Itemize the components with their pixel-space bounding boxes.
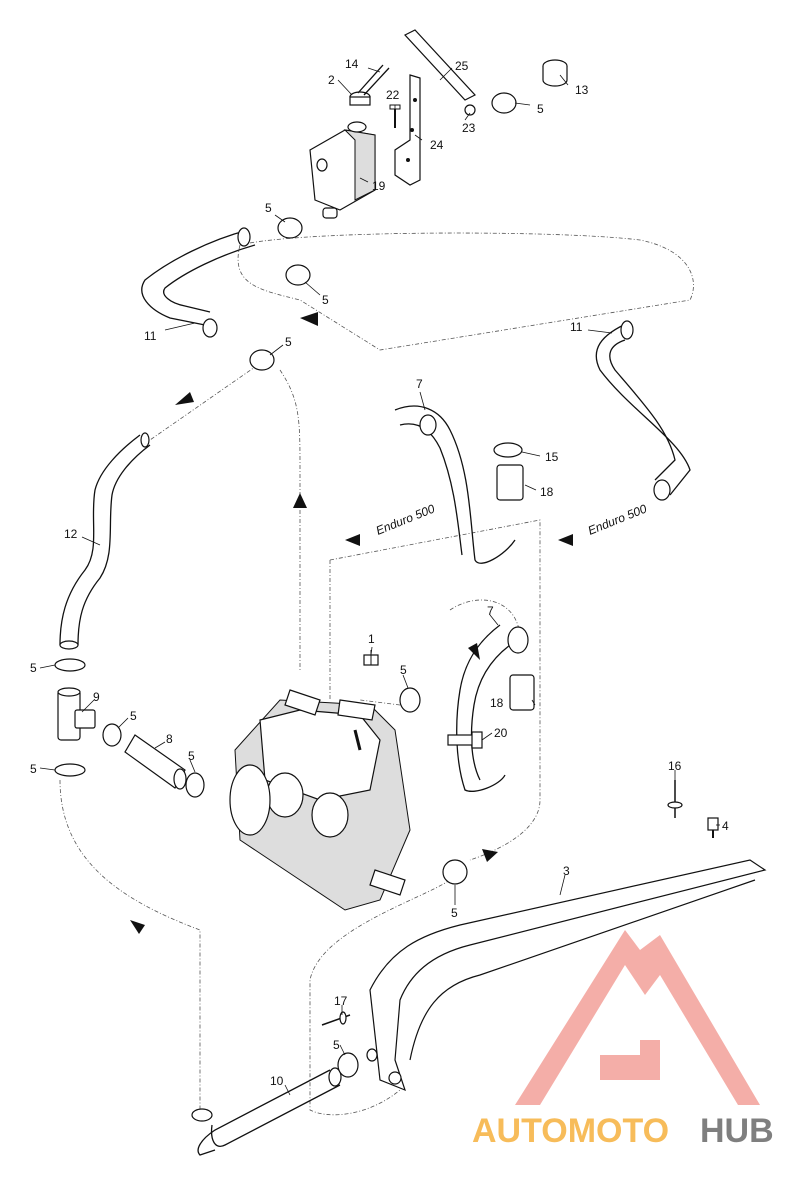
flow-arrow <box>130 920 145 934</box>
callout-5: 5 <box>451 906 458 920</box>
callout-5: 5 <box>188 749 195 763</box>
flow-arrow <box>482 849 498 862</box>
callout-4: 4 <box>722 819 729 833</box>
tee-fitting-9 <box>57 687 96 741</box>
callout-5: 5 <box>537 102 544 116</box>
callout-23: 23 <box>462 121 476 135</box>
hose-7-upper <box>394 405 516 564</box>
hose-11-left <box>141 227 256 338</box>
engine-block <box>229 689 411 911</box>
flow-arrow <box>345 534 360 546</box>
hose-clamp <box>277 217 303 239</box>
callout-10: 10 <box>270 1074 284 1088</box>
callout-5: 5 <box>30 762 37 776</box>
callout-7: 7 <box>416 377 423 391</box>
callout-labels: 14 2 25 13 5 22 23 24 19 5 5 5 11 11 7 1… <box>30 57 729 1088</box>
callout-24: 24 <box>430 138 444 152</box>
hose-clamp <box>399 687 421 713</box>
hose-clamp <box>54 763 86 777</box>
callout-1: 1 <box>368 632 375 646</box>
rivet-16 <box>667 780 683 818</box>
hose-clamp <box>102 723 122 747</box>
callout-9: 9 <box>93 690 100 704</box>
callout-5: 5 <box>285 335 292 349</box>
callout-2: 2 <box>328 73 335 87</box>
callout-11: 11 <box>570 320 583 334</box>
hose-clamps <box>54 92 517 1078</box>
callout-18: 18 <box>490 696 504 710</box>
sleeve-18-lower <box>509 674 535 711</box>
cap-2-and-tube-14 <box>349 64 390 106</box>
sleeve-18-upper <box>496 464 524 501</box>
hose-clamp <box>491 92 517 114</box>
callout-5: 5 <box>265 201 272 215</box>
hose-8 <box>124 734 187 790</box>
callout-7: 7 <box>487 604 494 618</box>
leader-lines <box>39 67 720 1096</box>
callout-5: 5 <box>333 1038 340 1052</box>
callout-12: 12 <box>64 527 78 541</box>
flow-arrow <box>175 392 194 405</box>
callout-8: 8 <box>166 732 173 746</box>
callout-20: 20 <box>494 726 508 740</box>
callout-5: 5 <box>130 709 137 723</box>
callout-18: 18 <box>540 485 554 499</box>
callout-19: 19 <box>372 179 386 193</box>
variant-label-left: Enduro 500 <box>374 501 437 537</box>
callout-22: 22 <box>386 88 400 102</box>
callout-13: 13 <box>575 83 589 97</box>
callout-15: 15 <box>545 450 559 464</box>
clamp-20 <box>447 731 483 749</box>
hose-11-right <box>595 320 691 501</box>
hose-clamp <box>185 772 205 798</box>
callout-5: 5 <box>322 293 329 307</box>
bracket-25 <box>404 29 476 101</box>
heat-exchanger-3 <box>366 859 767 1092</box>
coolant-reservoir-19 <box>309 121 376 219</box>
callout-3: 3 <box>563 864 570 878</box>
hose-12 <box>59 432 151 650</box>
hose-clamp <box>285 264 311 286</box>
callout-17: 17 <box>334 994 348 1008</box>
watermark-text-hub: HUB <box>700 1112 774 1150</box>
variant-label-right: Enduro 500 <box>586 501 649 537</box>
rivet-17 <box>321 1011 351 1026</box>
watermark-logo: AUTOMOTO HUB <box>472 930 774 1150</box>
watermark-text-auto: AUTOMOTO <box>472 1112 669 1150</box>
hose-clamp <box>442 859 468 885</box>
callout-5: 5 <box>30 661 37 675</box>
nut-23 <box>464 104 476 116</box>
callout-16: 16 <box>668 759 682 773</box>
clip-15 <box>493 442 523 458</box>
hose-clamp <box>337 1052 359 1078</box>
callout-14: 14 <box>345 57 359 71</box>
callout-11: 11 <box>144 329 157 343</box>
flow-arrow <box>558 534 573 546</box>
hose-clamp <box>249 349 275 371</box>
screw-4 <box>707 817 719 838</box>
hose-10 <box>191 1067 342 1156</box>
bracket-24 <box>394 74 421 186</box>
sleeve-13 <box>542 59 568 87</box>
callout-5: 5 <box>400 663 407 677</box>
routing-lines <box>59 232 694 1116</box>
hose-clamp <box>54 658 86 672</box>
flow-arrow <box>300 312 318 326</box>
callout-25: 25 <box>455 59 469 73</box>
flow-arrow <box>293 493 307 508</box>
